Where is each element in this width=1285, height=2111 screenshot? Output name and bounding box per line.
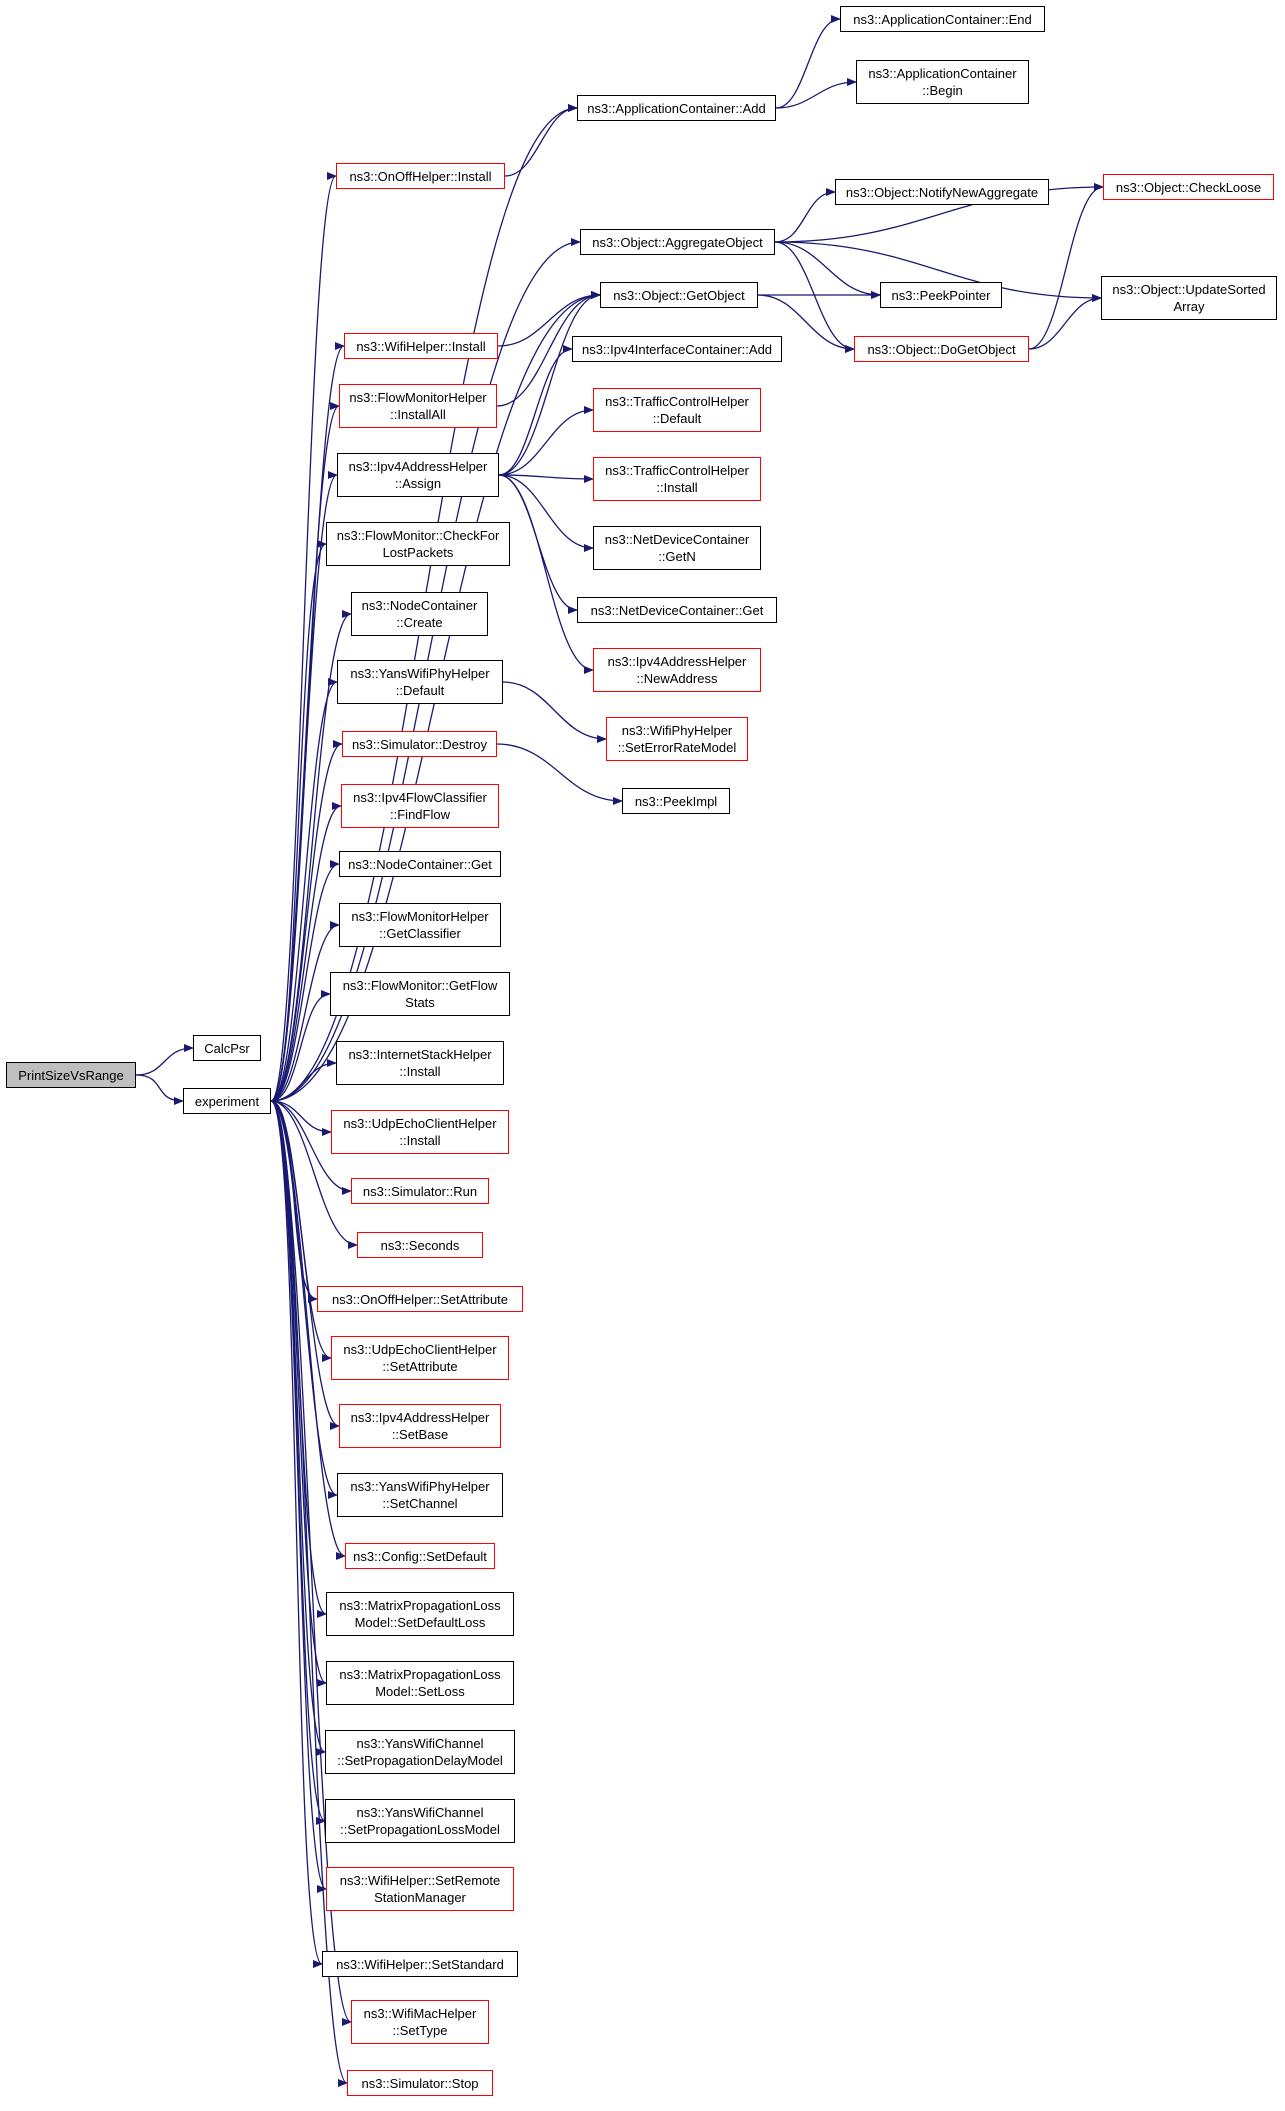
- node-ndcgetn[interactable]: ns3::NetDeviceContainer ::GetN: [593, 526, 761, 570]
- edge-ipv4assign-to-getobject: [498, 291, 601, 476]
- edge-ipv4assign-to-tchdefault: [498, 406, 594, 476]
- edge-ipv4assign-to-tchinstall: [498, 474, 594, 483]
- node-ipv4ifcadd[interactable]: ns3::Ipv4InterfaceContainer::Add: [572, 336, 782, 362]
- node-simrun[interactable]: ns3::Simulator::Run: [351, 1178, 489, 1204]
- node-ipv4assign[interactable]: ns3::Ipv4AddressHelper ::Assign: [337, 453, 499, 497]
- node-setpropdelay[interactable]: ns3::YansWifiChannel ::SetPropagationDel…: [325, 1730, 515, 1774]
- node-peekimpl[interactable]: ns3::PeekImpl: [622, 788, 730, 814]
- node-ywphdefault[interactable]: ns3::YansWifiPhyHelper ::Default: [337, 660, 503, 704]
- node-setchannel[interactable]: ns3::YansWifiPhyHelper ::SetChannel: [337, 1473, 503, 1517]
- edge-fmhinstallall-to-getobject: [496, 291, 601, 407]
- node-peekpointer[interactable]: ns3::PeekPointer: [880, 282, 1002, 308]
- node-getobject[interactable]: ns3::Object::GetObject: [600, 282, 758, 308]
- edge-aggregate-to-notifynew: [774, 188, 836, 243]
- edge-experiment-to-getclassifier: [270, 921, 340, 1102]
- edge-printsize-to-experiment: [135, 1074, 184, 1105]
- edge-dogetobject-to-updatesorted: [1028, 294, 1102, 350]
- edge-appadd-to-appbegin: [775, 78, 857, 109]
- node-settype[interactable]: ns3::WifiMacHelper ::SetType: [351, 2000, 489, 2044]
- node-ishinstall[interactable]: ns3::InternetStackHelper ::Install: [336, 1041, 504, 1085]
- edge-ipv4assign-to-newaddress: [498, 474, 594, 674]
- node-onoffinstall[interactable]: ns3::OnOffHelper::Install: [336, 163, 505, 189]
- node-getflowstats[interactable]: ns3::FlowMonitor::GetFlow Stats: [330, 972, 510, 1016]
- node-ueclinstall[interactable]: ns3::UdpEchoClientHelper ::Install: [331, 1110, 509, 1154]
- node-setproploss[interactable]: ns3::YansWifiChannel ::SetPropagationLos…: [325, 1799, 515, 1843]
- node-setbase[interactable]: ns3::Ipv4AddressHelper ::SetBase: [339, 1404, 501, 1448]
- edge-experiment-to-ishinstall: [270, 1059, 337, 1102]
- node-dogetobject[interactable]: ns3::Object::DoGetObject: [854, 336, 1029, 362]
- edge-experiment-to-setbase: [270, 1100, 340, 1430]
- edge-experiment-to-getflowstats: [270, 990, 331, 1102]
- edge-experiment-to-seconds: [270, 1100, 358, 1249]
- node-fmhinstallall[interactable]: ns3::FlowMonitorHelper ::InstallAll: [339, 384, 497, 428]
- node-tchdefault[interactable]: ns3::TrafficControlHelper ::Default: [593, 388, 761, 432]
- node-appadd[interactable]: ns3::ApplicationContainer::Add: [577, 95, 776, 121]
- node-updatesorted[interactable]: ns3::Object::UpdateSorted Array: [1101, 276, 1277, 320]
- edge-experiment-to-fmhinstallall: [270, 402, 340, 1102]
- node-aggregate[interactable]: ns3::Object::AggregateObject: [580, 229, 775, 255]
- edge-appadd-to-append: [775, 15, 841, 109]
- node-seconds[interactable]: ns3::Seconds: [357, 1232, 483, 1258]
- edge-aggregate-to-updatesorted: [774, 241, 1102, 302]
- node-appbegin[interactable]: ns3::ApplicationContainer ::Begin: [856, 60, 1029, 104]
- node-ueclsetattr[interactable]: ns3::UdpEchoClientHelper ::SetAttribute: [331, 1336, 509, 1380]
- edge-simdestroy-to-peekimpl: [496, 743, 623, 805]
- edge-experiment-to-checklost: [270, 540, 327, 1102]
- edge-ipv4assign-to-ipv4ifcadd: [498, 345, 573, 476]
- node-setstandard[interactable]: ns3::WifiHelper::SetStandard: [322, 1951, 518, 1977]
- edge-aggregate-to-peekpointer: [774, 241, 881, 299]
- node-printsize: PrintSizeVsRange: [6, 1062, 136, 1088]
- edge-experiment-to-ueclinstall: [270, 1100, 332, 1136]
- edge-aggregate-to-checkloose: [774, 183, 1104, 243]
- edge-experiment-to-simdestroy: [270, 740, 343, 1102]
- edge-experiment-to-simrun: [270, 1100, 352, 1195]
- edge-dogetobject-to-checkloose: [1028, 183, 1104, 350]
- node-notifynew[interactable]: ns3::Object::NotifyNewAggregate: [835, 179, 1049, 205]
- node-calcpsr[interactable]: CalcPsr: [193, 1035, 261, 1061]
- node-experiment[interactable]: experiment: [183, 1088, 271, 1114]
- node-checklost[interactable]: ns3::FlowMonitor::CheckFor LostPackets: [326, 522, 510, 566]
- node-seterrorrate[interactable]: ns3::WifiPhyHelper ::SetErrorRateModel: [606, 717, 748, 761]
- node-wifiinstall[interactable]: ns3::WifiHelper::Install: [344, 333, 498, 359]
- edge-experiment-to-onoffinstall: [270, 172, 337, 1102]
- node-setloss[interactable]: ns3::MatrixPropagationLoss Model::SetLos…: [326, 1661, 514, 1705]
- edge-experiment-to-cfgsetdefault: [270, 1100, 346, 1560]
- node-simdestroy[interactable]: ns3::Simulator::Destroy: [342, 731, 497, 757]
- node-append[interactable]: ns3::ApplicationContainer::End: [840, 6, 1045, 32]
- edge-wifiinstall-to-getobject: [497, 291, 601, 347]
- node-setremote[interactable]: ns3::WifiHelper::SetRemote StationManage…: [326, 1867, 514, 1911]
- edge-ipv4assign-to-ndcgetn: [498, 474, 594, 552]
- node-ndcget[interactable]: ns3::NetDeviceContainer::Get: [577, 597, 777, 623]
- edge-experiment-to-findflow: [270, 802, 342, 1102]
- edge-onoffinstall-to-appadd: [504, 104, 578, 177]
- edge-ywphdefault-to-seterrorrate: [502, 681, 607, 743]
- node-onoffsetattr[interactable]: ns3::OnOffHelper::SetAttribute: [317, 1286, 523, 1312]
- node-getclassifier[interactable]: ns3::FlowMonitorHelper ::GetClassifier: [339, 903, 501, 947]
- edge-experiment-to-setremote: [270, 1100, 327, 1893]
- edge-experiment-to-ipv4assign: [270, 471, 338, 1102]
- node-tchinstall[interactable]: ns3::TrafficControlHelper ::Install: [593, 457, 761, 501]
- node-setdefaultloss[interactable]: ns3::MatrixPropagationLoss Model::SetDef…: [326, 1592, 514, 1636]
- edge-printsize-to-calcpsr: [135, 1044, 194, 1076]
- node-simstop[interactable]: ns3::Simulator::Stop: [347, 2070, 493, 2096]
- node-newaddress[interactable]: ns3::Ipv4AddressHelper ::NewAddress: [593, 648, 761, 692]
- node-ncget[interactable]: ns3::NodeContainer::Get: [339, 851, 501, 877]
- edge-experiment-to-simstop: [270, 1100, 348, 2087]
- node-checkloose[interactable]: ns3::Object::CheckLoose: [1103, 174, 1274, 200]
- edge-experiment-to-ncget: [270, 860, 340, 1102]
- node-findflow[interactable]: ns3::Ipv4FlowClassifier ::FindFlow: [341, 784, 499, 828]
- edge-getobject-to-dogetobject: [757, 294, 855, 353]
- edge-experiment-to-setstandard: [270, 1100, 323, 1968]
- node-cfgsetdefault[interactable]: ns3::Config::SetDefault: [345, 1543, 495, 1569]
- edge-experiment-to-ywphdefault: [270, 678, 338, 1102]
- node-nccreate[interactable]: ns3::NodeContainer ::Create: [351, 592, 488, 636]
